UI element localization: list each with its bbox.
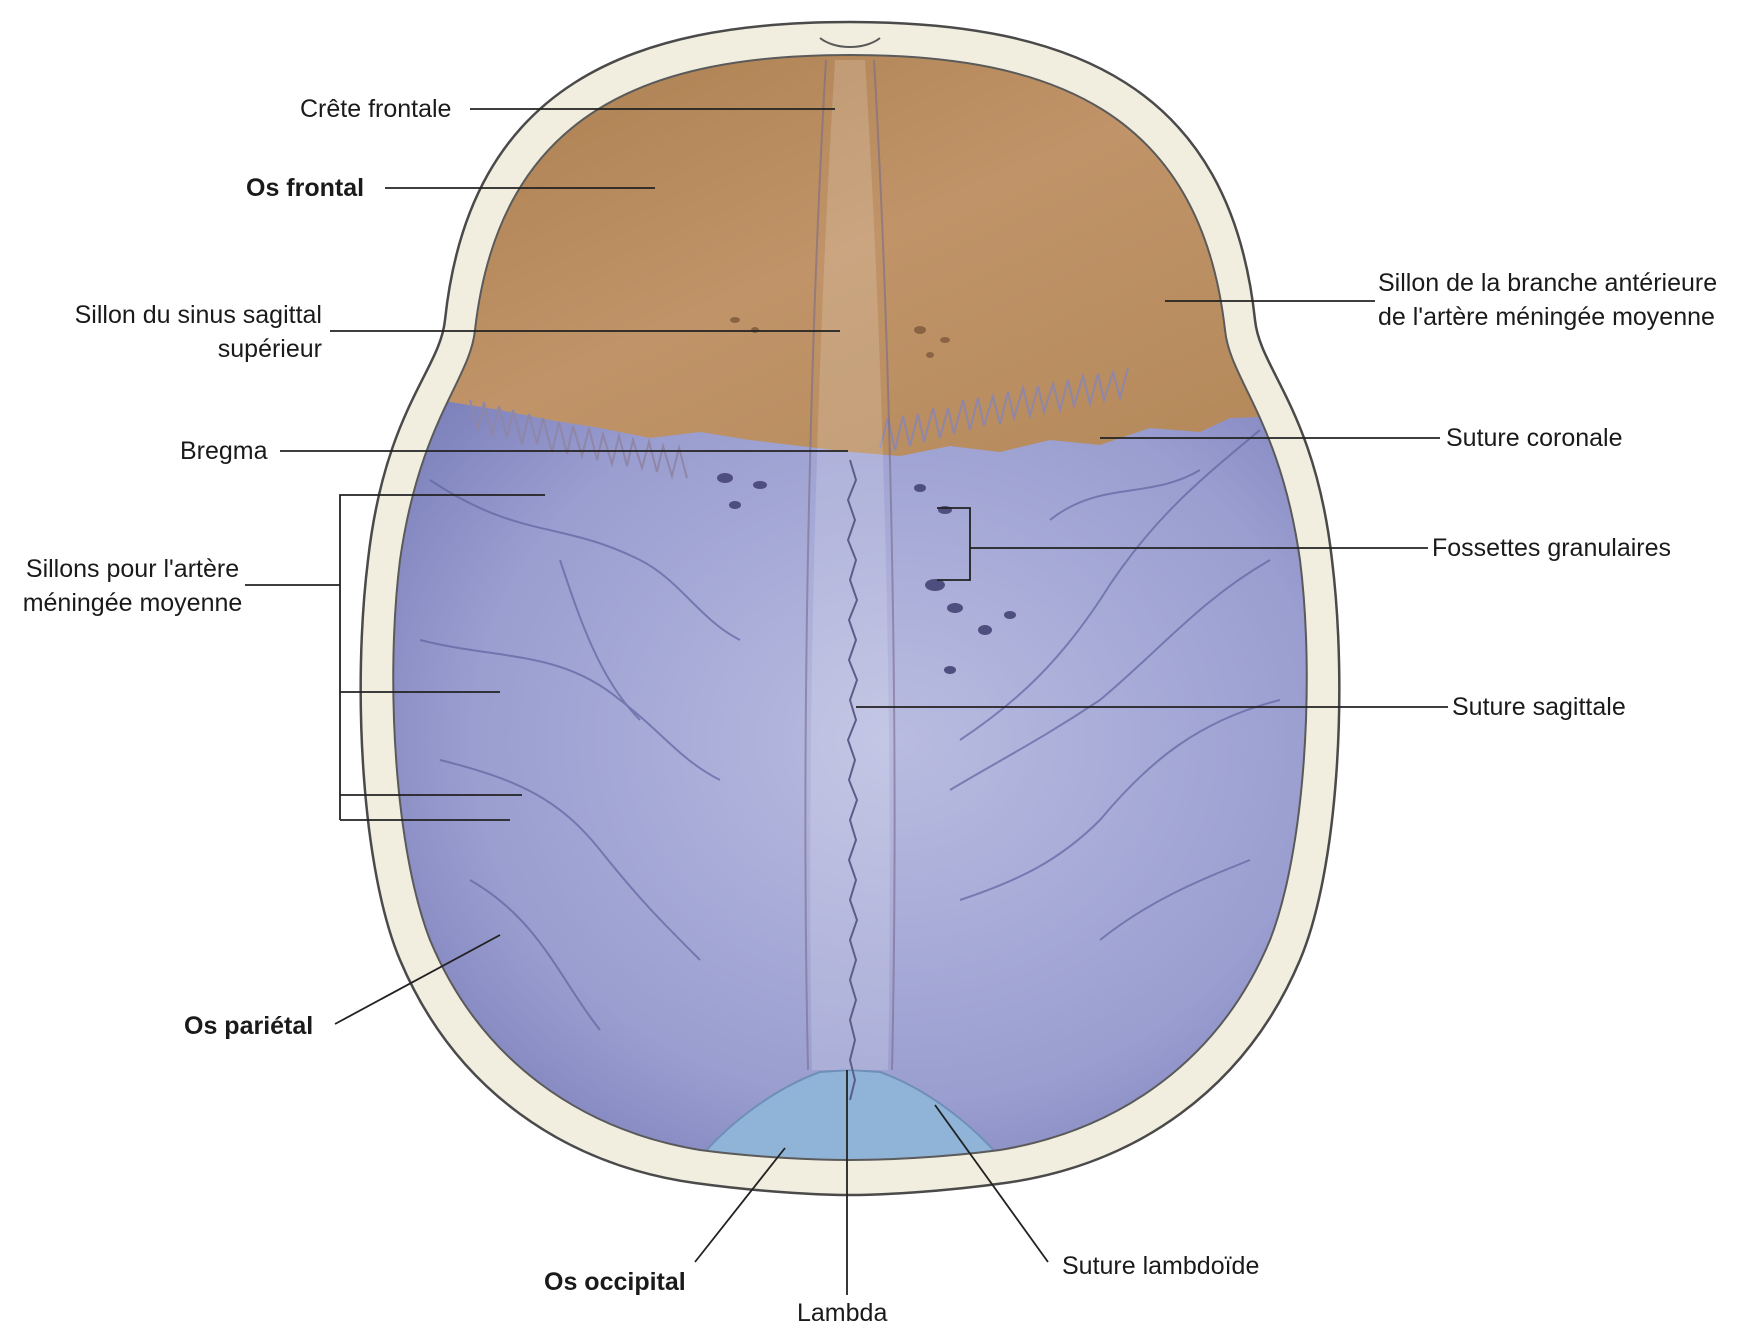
label-lambda: Lambda	[797, 1296, 887, 1330]
label-sillons-artere: Sillons pour l'artère méningée moyenne	[5, 552, 260, 620]
label-sillon-branche-anterieure: Sillon de la branche antérieure de l'art…	[1378, 266, 1717, 334]
label-suture-lambdoide: Suture lambdoïde	[1062, 1249, 1259, 1283]
label-fossettes-granulaires: Fossettes granulaires	[1432, 531, 1671, 565]
label-sillon-sinus-line1: Sillon du sinus sagittal	[40, 298, 322, 332]
label-sillons-artere-line1: Sillons pour l'artère	[5, 552, 260, 586]
label-crete-frontale: Crête frontale	[300, 92, 451, 126]
label-sillon-sinus-sagittal: Sillon du sinus sagittal supérieur	[40, 298, 322, 366]
label-suture-sagittale: Suture sagittale	[1452, 690, 1626, 724]
label-os-frontal: Os frontal	[246, 171, 364, 205]
label-sillon-branche-line2: de l'artère méningée moyenne	[1378, 300, 1717, 334]
label-sillons-artere-line2: méningée moyenne	[5, 586, 260, 620]
label-bregma: Bregma	[180, 434, 268, 468]
label-sillon-branche-line1: Sillon de la branche antérieure	[1378, 266, 1717, 300]
label-suture-coronale: Suture coronale	[1446, 421, 1623, 455]
label-os-parietal: Os pariétal	[184, 1009, 313, 1043]
label-sillon-sinus-line2: supérieur	[40, 332, 322, 366]
label-os-occipital: Os occipital	[544, 1265, 686, 1299]
